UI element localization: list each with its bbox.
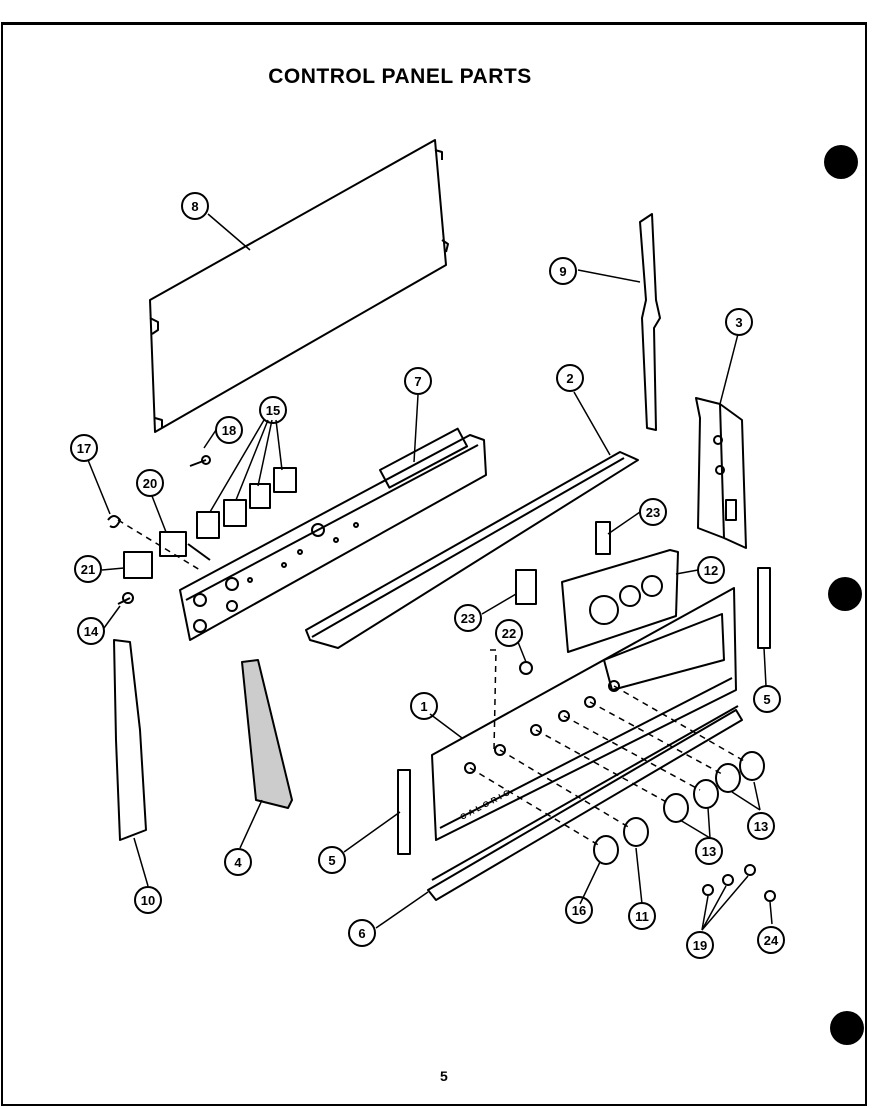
part-clock-plate xyxy=(561,549,679,653)
svg-text:14: 14 xyxy=(84,624,99,639)
svg-text:23: 23 xyxy=(646,505,660,520)
callout-1: 1 xyxy=(410,692,438,720)
callout-4: 4 xyxy=(224,848,252,876)
callout-5-right: 5 xyxy=(753,685,781,713)
svg-text:20: 20 xyxy=(143,476,157,491)
svg-text:4: 4 xyxy=(234,855,242,870)
svg-text:8: 8 xyxy=(191,199,198,214)
svg-text:7: 7 xyxy=(414,374,421,389)
part-clips xyxy=(515,521,611,605)
callout-22: 22 xyxy=(495,619,523,647)
svg-text:5: 5 xyxy=(328,853,335,868)
part-side-strip-left xyxy=(113,639,147,841)
assembly-guide-lines xyxy=(117,519,747,847)
callout-19: 19 xyxy=(686,931,714,959)
callout-7: 7 xyxy=(404,367,432,395)
callout-10: 10 xyxy=(134,886,162,914)
callout-9: 9 xyxy=(549,257,577,285)
svg-text:21: 21 xyxy=(81,562,95,577)
callout-18: 18 xyxy=(215,416,243,444)
callout-14: 14 xyxy=(77,617,105,645)
svg-text:1: 1 xyxy=(420,699,427,714)
part-top-trim xyxy=(305,451,639,649)
part-bottom-trim xyxy=(427,705,743,901)
svg-text:13: 13 xyxy=(702,844,716,859)
svg-text:12: 12 xyxy=(704,563,718,578)
part-insulation-pad xyxy=(241,659,293,809)
callout-16: 16 xyxy=(565,896,593,924)
svg-text:23: 23 xyxy=(461,611,475,626)
binder-hole-bottom xyxy=(830,1011,864,1045)
part-knobs xyxy=(519,661,776,902)
svg-text:16: 16 xyxy=(572,903,586,918)
svg-text:17: 17 xyxy=(77,441,91,456)
svg-text:5: 5 xyxy=(763,692,770,707)
callout-12: 12 xyxy=(697,556,725,584)
svg-text:3: 3 xyxy=(735,315,742,330)
svg-text:13: 13 xyxy=(754,819,768,834)
callout-11: 11 xyxy=(628,902,656,930)
part-side-strip-right xyxy=(639,213,661,431)
binder-hole-middle xyxy=(828,577,862,611)
svg-text:19: 19 xyxy=(693,938,707,953)
callout-5-left: 5 xyxy=(318,846,346,874)
callout-6: 6 xyxy=(348,919,376,947)
part-switches xyxy=(123,467,297,579)
callout-20: 20 xyxy=(136,469,164,497)
part-small-hardware xyxy=(107,455,211,605)
svg-text:2: 2 xyxy=(566,371,573,386)
callout-23-lower: 23 xyxy=(454,604,482,632)
part-end-bracket xyxy=(695,397,747,549)
svg-text:11: 11 xyxy=(635,909,649,924)
part-rear-panel xyxy=(149,139,449,433)
svg-text:10: 10 xyxy=(141,893,155,908)
svg-text:24: 24 xyxy=(764,933,779,948)
svg-text:15: 15 xyxy=(266,403,280,418)
callout-21: 21 xyxy=(74,555,102,583)
callout-8: 8 xyxy=(181,192,209,220)
page-title: CONTROL PANEL PARTS xyxy=(268,65,532,88)
binder-hole-top xyxy=(824,145,858,179)
part-control-panel xyxy=(431,587,737,841)
callout-13-right: 13 xyxy=(747,812,775,840)
callout-15: 15 xyxy=(259,396,287,424)
page-border xyxy=(1,22,867,1106)
callout-13-left: 13 xyxy=(695,837,723,865)
svg-text:22: 22 xyxy=(502,626,516,641)
callout-leaders xyxy=(87,213,773,931)
callout-24: 24 xyxy=(757,926,785,954)
part-trim-strips xyxy=(397,567,771,855)
callout-23-upper: 23 xyxy=(639,498,667,526)
callout-17: 17 xyxy=(70,434,98,462)
svg-text:18: 18 xyxy=(222,423,236,438)
page-number: 5 xyxy=(440,1068,448,1084)
svg-text:9: 9 xyxy=(559,264,566,279)
callout-2: 2 xyxy=(556,364,584,392)
callout-3: 3 xyxy=(725,308,753,336)
svg-text:6: 6 xyxy=(358,926,365,941)
part-control-housing xyxy=(179,427,487,641)
